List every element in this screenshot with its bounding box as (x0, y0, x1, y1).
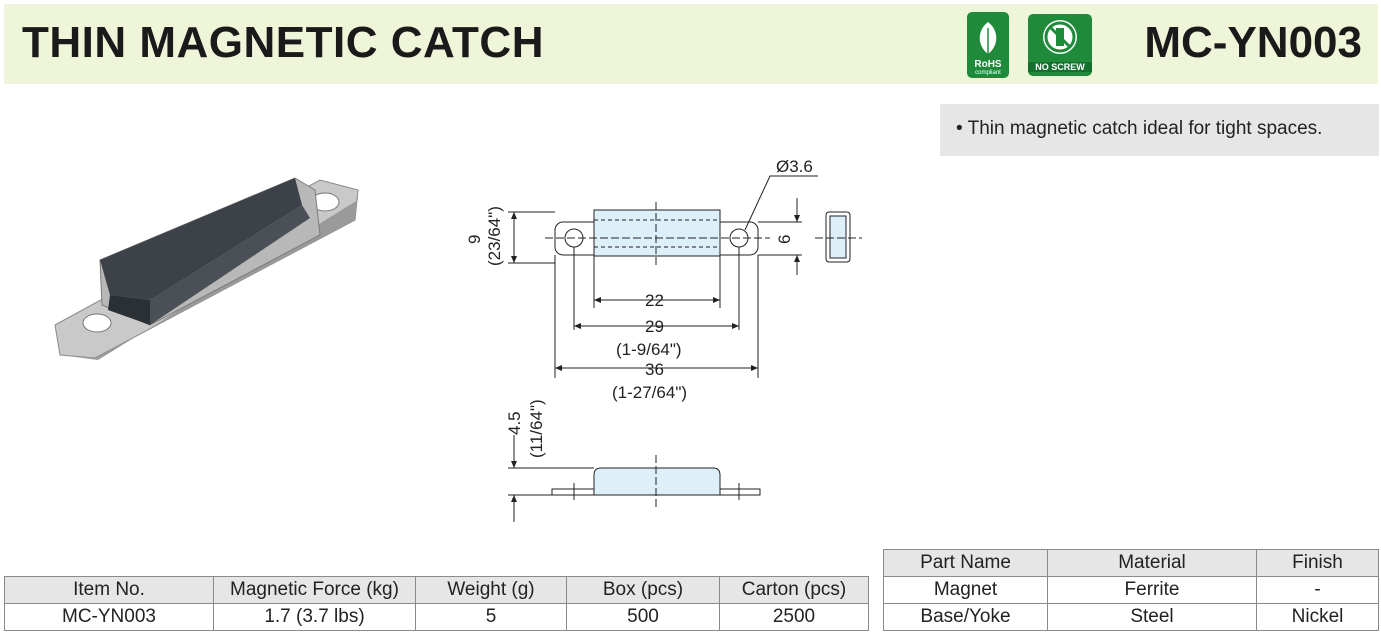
header-cell: Weight (g) (415, 576, 567, 604)
header-cell: Box (pcs) (566, 576, 720, 604)
table-cell: 1.7 (3.7 lbs) (213, 603, 416, 631)
feature-box: • Thin magnetic catch ideal for tight sp… (940, 104, 1379, 156)
spec-table: Item No. Magnetic Force (kg) Weight (g) … (4, 576, 869, 631)
dim-22-label: 22 (645, 291, 664, 310)
table-cell: Base/Yoke (883, 603, 1048, 631)
width-label: 9 (465, 235, 484, 244)
header-cell: Part Name (883, 549, 1048, 577)
parts-table: Part Name Material Finish Magnet Ferrite… (883, 549, 1379, 631)
table-cell: MC-YN003 (4, 603, 214, 631)
table-cell: Magnet (883, 576, 1048, 604)
leaf-icon (979, 22, 997, 56)
no-screw-badge: NO SCREW (1028, 14, 1092, 76)
product-photo (54, 177, 359, 360)
table-cell: Ferrite (1047, 576, 1257, 604)
width-in-label: (23/64") (485, 206, 504, 266)
table-cell: Nickel (1256, 603, 1379, 631)
table-cell: 500 (566, 603, 720, 631)
header-cell: Magnetic Force (kg) (213, 576, 416, 604)
dim-36-label: 36 (645, 360, 664, 379)
rohs-badge: RoHS compliant (967, 12, 1009, 78)
height-label: 4.5 (505, 411, 524, 435)
page-title: THIN MAGNETIC CATCH (22, 18, 544, 67)
model-number: MC-YN003 (1144, 18, 1362, 67)
table-cell: 2500 (719, 603, 869, 631)
dim-29-label: 29 (645, 317, 664, 336)
table-row: Magnet Ferrite - (883, 576, 1379, 604)
feature-text: • Thin magnetic catch ideal for tight sp… (956, 118, 1323, 139)
rohs-label: RoHS (974, 59, 1002, 70)
inner-label: 6 (775, 235, 794, 244)
table-cell: Steel (1047, 603, 1257, 631)
header-cell: Finish (1256, 549, 1379, 577)
header-cell: Item No. (4, 576, 214, 604)
no-screw-icon (1043, 20, 1077, 54)
header-cell: Material (1047, 549, 1257, 577)
height-in-label: (11/64") (527, 399, 546, 458)
header-bar: THIN MAGNETIC CATCH RoHS compliant NO SC… (4, 4, 1378, 84)
table-cell: - (1256, 576, 1379, 604)
dim-36-in-label: (1-27/64") (612, 383, 687, 402)
dim-29-in-label: (1-9/64") (616, 340, 682, 359)
no-screw-label: NO SCREW (1028, 62, 1092, 72)
table-row: Base/Yoke Steel Nickel (883, 603, 1379, 631)
spec-header-row: Item No. Magnetic Force (kg) Weight (g) … (4, 576, 869, 604)
technical-drawing: Ø3.6 9 (23/64") 6 22 29 (1-9/64") 36 (1-… (465, 157, 862, 522)
table-row: MC-YN003 1.7 (3.7 lbs) 5 500 2500 (4, 603, 869, 631)
table-cell: 5 (415, 603, 567, 631)
header-cell: Carton (pcs) (719, 576, 869, 604)
parts-header-row: Part Name Material Finish (883, 549, 1379, 577)
rohs-sub-label: compliant (975, 70, 1001, 76)
hole-dia-label: Ø3.6 (776, 157, 813, 176)
